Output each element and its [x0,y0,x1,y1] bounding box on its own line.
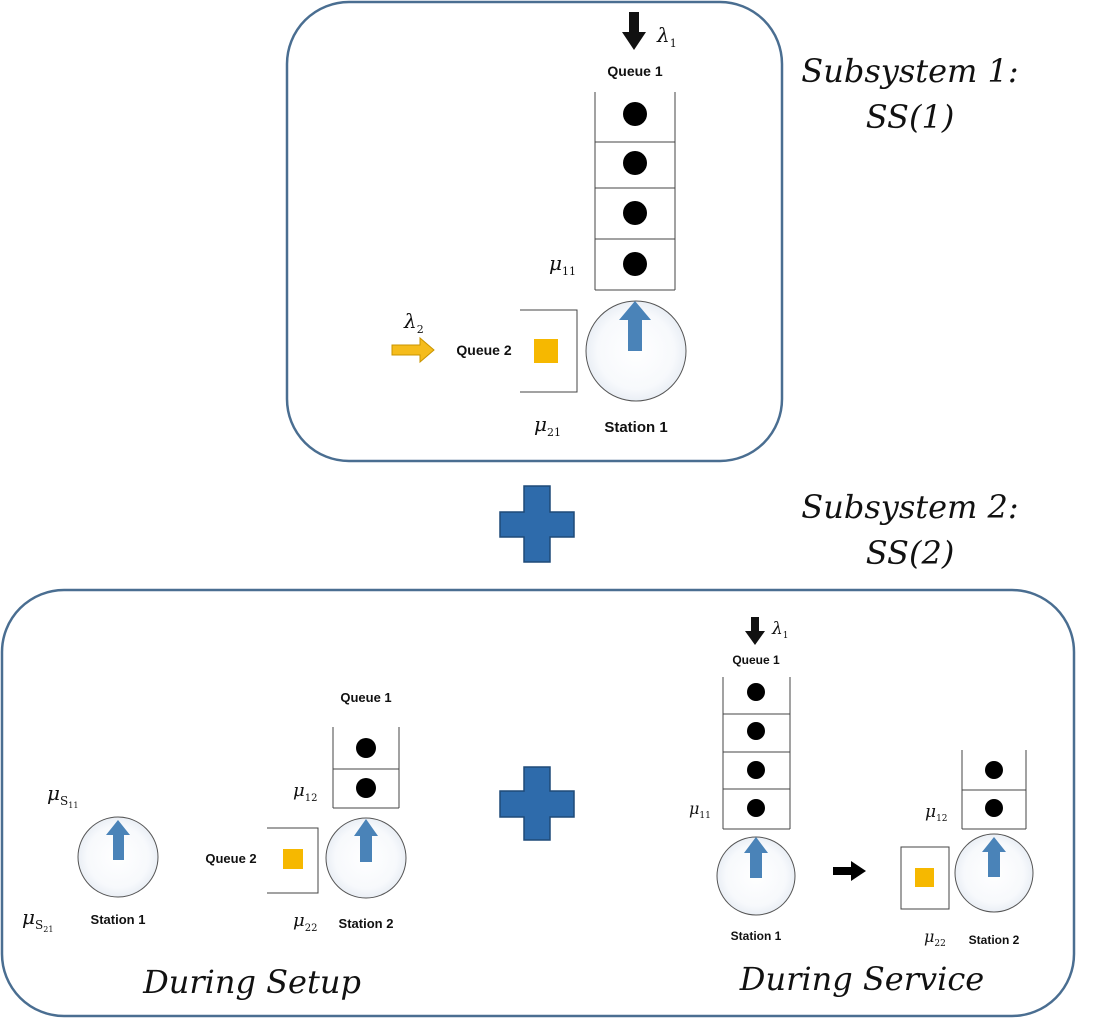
during-service-panel: λ1 Queue 1 μ11 Station 1 [689,617,1034,998]
queue-1-label: Queue 1 [340,690,391,705]
job-type-1 [356,738,376,758]
mu12-label: μ12 [925,802,948,824]
queue-1-label: Queue 1 [732,653,780,667]
job-type-2 [283,849,303,869]
job-type-1 [747,683,765,701]
station-2-service-arrow [354,819,378,862]
station-1-label: Station 1 [604,419,667,436]
during-setup-panel: μS11 μS21 Station 1 Queue 1 μ12 Queue 2 … [22,690,407,1001]
plus-icon [499,766,575,841]
job-type-1 [747,799,765,817]
mu22-label: μ22 [293,910,317,934]
during-setup-caption: During Setup [142,963,361,1001]
station-1-setup-arrow [106,820,130,860]
job-type-1 [985,761,1003,779]
station-1-label: Station 1 [91,912,146,927]
station-1-service-arrow [744,837,768,878]
job-type-1 [747,761,765,779]
subsystem-2-frame [0,588,1076,1018]
queue-2-buffer [520,309,578,393]
mu-s21-label: μS21 [22,905,53,934]
job-type-1 [623,102,647,126]
subsystem-2-title-line1: Subsystem 2: [801,488,1018,526]
job-type-2 [915,868,934,887]
mu11-label: μ11 [689,799,711,821]
lambda1-label: λ1 [771,619,789,641]
queue-1-buffer [961,750,1027,830]
mu-s11-label: μS11 [47,781,78,810]
job-type-2 [534,339,558,363]
mu21-label: μ21 [534,412,561,439]
job-type-1 [623,151,647,175]
queue-2-label: Queue 2 [205,851,256,866]
station-2-service-arrow [982,837,1006,877]
transfer-arrow [833,861,866,881]
queue-2-buffer [267,827,319,894]
station-1-service-arrow [619,301,651,351]
subsystem-2-title-line2: SS(2) [866,534,955,572]
subsystem-1: Subsystem 1: SS(1) λ1 Queue 1 μ11 λ2 Que… [285,0,1019,463]
queue-1-label: Queue 1 [607,63,662,79]
job-type-1 [623,252,647,276]
queue-1-buffer [594,92,676,291]
plus-icon [499,485,575,563]
subsystem-1-title-line2: SS(1) [866,98,955,136]
lambda2-label: λ2 [403,309,424,336]
mu11-label: μ11 [549,251,576,278]
arrival-arrow-queue-2 [391,336,435,364]
during-service-caption: During Service [739,960,984,998]
subsystem-1-frame [285,0,784,463]
job-type-1 [747,722,765,740]
station-2-label: Station 2 [969,933,1020,947]
station-2-label: Station 2 [339,916,394,931]
mu22-label: μ22 [924,927,946,949]
station-1-label: Station 1 [731,929,782,943]
lambda1-label: λ1 [656,23,677,50]
queue-1-buffer [722,677,791,830]
job-type-1 [356,778,376,798]
arrival-arrow-queue-1 [745,617,765,645]
queue-2-label: Queue 2 [456,342,511,358]
mu12-label: μ12 [293,780,317,804]
job-type-1 [623,201,647,225]
subsystem-2: Subsystem 2: SS(2) μS11 μS21 Station 1 Q… [0,488,1076,1018]
job-type-1 [985,799,1003,817]
queue-2-buffer [900,846,950,910]
queue-1-buffer [332,727,400,809]
arrival-arrow-queue-1 [622,12,646,50]
subsystem-1-title-line1: Subsystem 1: [801,52,1018,90]
